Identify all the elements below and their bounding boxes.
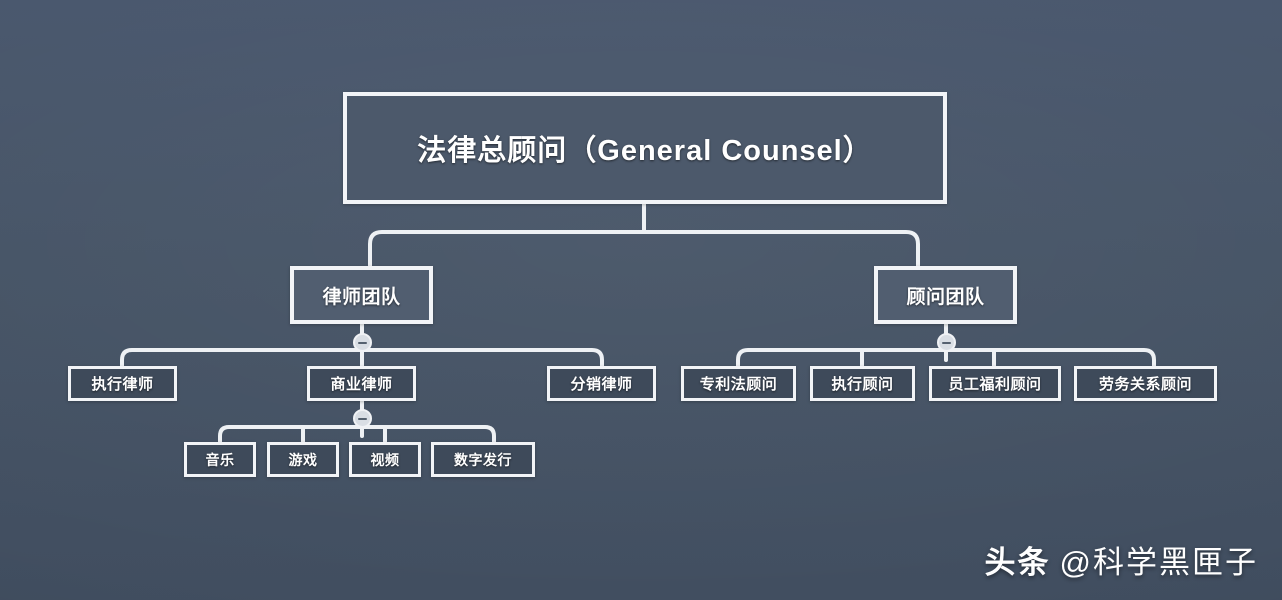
node-label-commercial-lawyer: 商业律师	[330, 376, 393, 393]
collapse-toggle-lawyer-team[interactable]	[353, 333, 372, 352]
watermark: 头条 @科学黑匣子	[985, 537, 1258, 582]
node-label-digital-distribution: 数字发行	[454, 451, 512, 468]
node-label-music: 音乐	[205, 451, 235, 468]
node-label-employee-benefits-advisor: 员工福利顾问	[948, 376, 1042, 393]
watermark-handle: @科学黑匣子	[1059, 545, 1258, 580]
node-general-counsel[interactable]: 法律总顾问（General Counsel）	[343, 92, 947, 204]
node-distribution-lawyer[interactable]: 分销律师	[547, 366, 656, 401]
node-label-games: 游戏	[288, 451, 318, 468]
node-digital-distribution[interactable]: 数字发行	[431, 442, 535, 477]
minus-icon	[942, 341, 951, 344]
node-label-executive-lawyer: 执行律师	[91, 376, 154, 393]
node-label-lawyer-team: 律师团队	[322, 286, 401, 308]
node-lawyer-team[interactable]: 律师团队	[290, 266, 433, 324]
collapse-toggle-commercial-lawyer[interactable]	[353, 409, 372, 428]
minus-icon	[358, 341, 367, 344]
node-music[interactable]: 音乐	[184, 442, 256, 477]
node-label-general-counsel: 法律总顾问（General Counsel）	[417, 135, 873, 167]
minus-icon	[358, 417, 367, 420]
node-label-advisory-team: 顾问团队	[906, 286, 985, 308]
node-labor-relations-advisor[interactable]: 劳务关系顾问	[1074, 366, 1217, 401]
node-employee-benefits-advisor[interactable]: 员工福利顾问	[929, 366, 1061, 401]
node-games[interactable]: 游戏	[267, 442, 339, 477]
node-advisory-team[interactable]: 顾问团队	[874, 266, 1017, 324]
collapse-toggle-advisory-team[interactable]	[937, 333, 956, 352]
watermark-brand: 头条	[984, 545, 1051, 580]
node-executive-lawyer[interactable]: 执行律师	[68, 366, 177, 401]
node-label-video: 视频	[370, 451, 400, 468]
node-executive-advisor[interactable]: 执行顾问	[810, 366, 915, 401]
node-label-patent-law-advisor: 专利法顾问	[699, 376, 778, 393]
node-label-distribution-lawyer: 分销律师	[570, 376, 633, 393]
node-video[interactable]: 视频	[349, 442, 421, 477]
node-patent-law-advisor[interactable]: 专利法顾问	[681, 366, 796, 401]
node-commercial-lawyer[interactable]: 商业律师	[307, 366, 416, 401]
node-label-labor-relations-advisor: 劳务关系顾问	[1098, 376, 1192, 393]
node-label-executive-advisor: 执行顾问	[831, 376, 894, 393]
